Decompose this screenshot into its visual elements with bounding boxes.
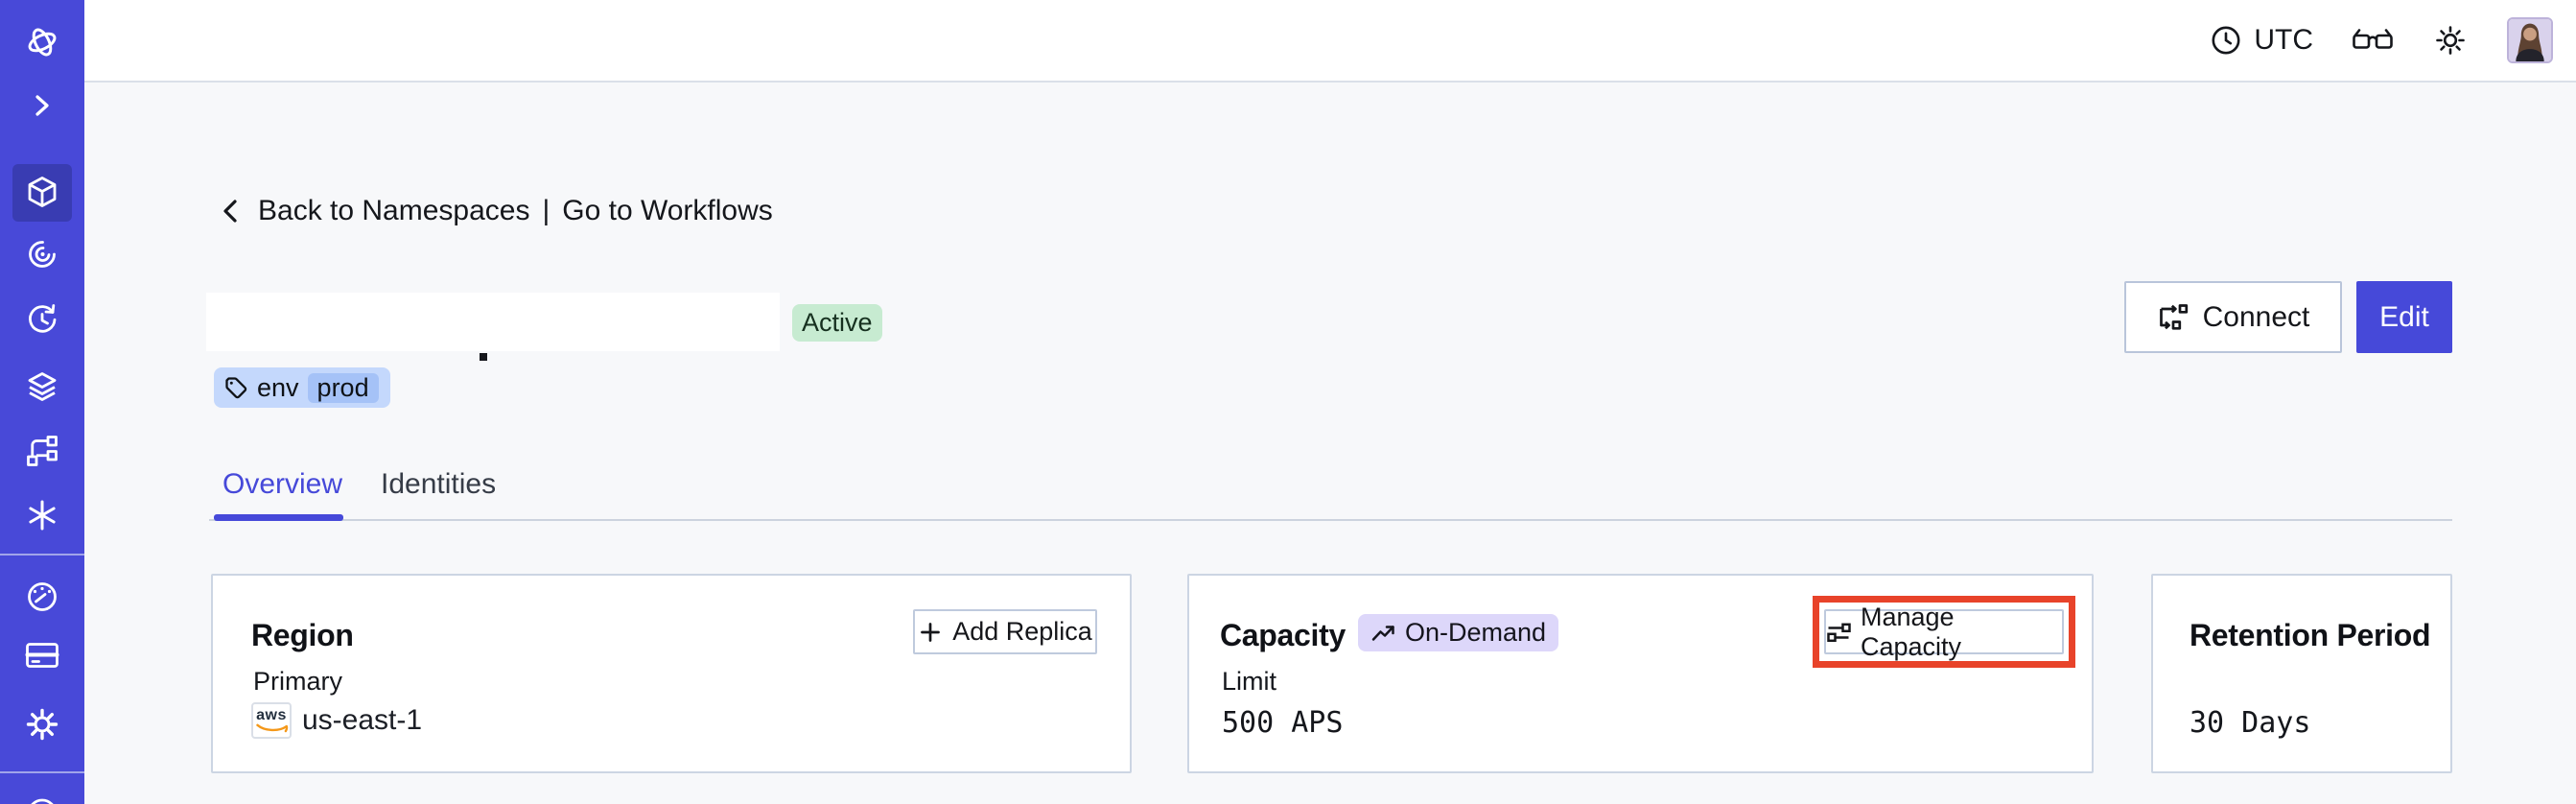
timezone-selector[interactable]: UTC <box>2209 23 2313 58</box>
tag-icon <box>223 375 248 400</box>
namespace-title-redacted <box>206 293 780 351</box>
namespaces-cube-icon[interactable] <box>21 171 63 213</box>
trending-up-icon <box>1370 622 1397 645</box>
region-card-title: Region <box>251 618 354 652</box>
breadcrumb-separator: | <box>542 195 550 226</box>
connect-button-label: Connect <box>2202 300 2310 333</box>
plus-icon <box>918 620 943 645</box>
region-value: us-east-1 <box>302 704 423 736</box>
edit-button-label: Edit <box>2379 300 2429 333</box>
active-tab-underline <box>214 514 343 521</box>
capacity-card: Capacity On-Demand Manage Capacity <box>1187 574 2094 773</box>
back-chevron-icon[interactable] <box>217 196 246 226</box>
nexus-asterisk-icon[interactable] <box>21 494 63 536</box>
batch-branch-icon[interactable] <box>21 430 63 472</box>
glasses-icon[interactable] <box>2352 26 2394 55</box>
limit-value: 500 APS <box>1222 706 1344 740</box>
temporal-logo-icon[interactable] <box>21 21 63 63</box>
schedules-clock-icon[interactable] <box>21 298 63 341</box>
namespace-tag-chip: env prod <box>214 367 390 408</box>
region-card: Region Add Replica Primary aws us-east-1 <box>211 574 1132 773</box>
settings-gear-icon[interactable] <box>21 703 63 745</box>
connect-flow-icon <box>2157 301 2190 334</box>
tag-key: env <box>257 372 299 402</box>
retention-value: 30 Days <box>2190 706 2311 740</box>
profile-circle-icon[interactable] <box>21 789 63 804</box>
annotation-highlight-box <box>1813 596 2075 668</box>
sidebar-divider <box>0 554 84 556</box>
top-bar: UTC <box>84 0 2576 83</box>
add-replica-label: Add Replica <box>952 617 1092 646</box>
clock-icon <box>2209 23 2243 58</box>
aws-label: aws <box>256 707 287 723</box>
tabs-divider-line <box>209 519 2452 521</box>
tag-value: prod <box>316 372 369 402</box>
edit-button[interactable]: Edit <box>2356 281 2452 353</box>
retention-card-title: Retention Period <box>2190 618 2431 652</box>
tab-overview[interactable]: Overview <box>222 468 343 500</box>
sidebar-divider-bottom <box>0 771 84 773</box>
sliders-icon <box>1826 620 1851 645</box>
primary-region-row: aws us-east-1 <box>251 702 422 739</box>
expand-chevron-icon[interactable] <box>21 84 63 127</box>
deployments-layers-icon[interactable] <box>21 366 63 408</box>
breadcrumb-back-link[interactable]: Back to Namespaces <box>258 195 530 226</box>
title-text-artifact <box>480 353 487 361</box>
manage-capacity-button[interactable]: Manage Capacity <box>1824 603 2064 661</box>
primary-label: Primary <box>253 667 342 696</box>
on-demand-label: On-Demand <box>1405 618 1547 647</box>
manage-capacity-label: Manage Capacity <box>1861 602 1962 661</box>
brightness-icon[interactable] <box>2432 22 2469 59</box>
sidebar-nav <box>0 0 84 804</box>
aws-provider-icon: aws <box>251 702 292 739</box>
user-avatar[interactable] <box>2507 17 2553 63</box>
limit-label: Limit <box>1222 667 1277 696</box>
capacity-card-title: Capacity <box>1220 618 1346 652</box>
breadcrumb-workflows-link[interactable]: Go to Workflows <box>562 195 773 226</box>
add-replica-button[interactable]: Add Replica <box>913 609 1097 654</box>
billing-card-icon[interactable] <box>21 634 63 676</box>
status-badge: Active <box>792 304 882 342</box>
workflows-spiral-icon[interactable] <box>21 233 63 275</box>
tab-identities[interactable]: Identities <box>381 468 497 500</box>
on-demand-badge: On-Demand <box>1358 614 1559 651</box>
tag-value-pill: prod <box>307 372 379 403</box>
retention-card: Retention Period 30 Days <box>2151 574 2452 773</box>
breadcrumb: Back to Namespaces | Go to Workflows <box>217 194 773 228</box>
usage-gauge-icon[interactable] <box>21 576 63 618</box>
connect-button[interactable]: Connect <box>2124 281 2342 353</box>
status-badge-label: Active <box>802 308 873 337</box>
timezone-label: UTC <box>2254 24 2313 56</box>
